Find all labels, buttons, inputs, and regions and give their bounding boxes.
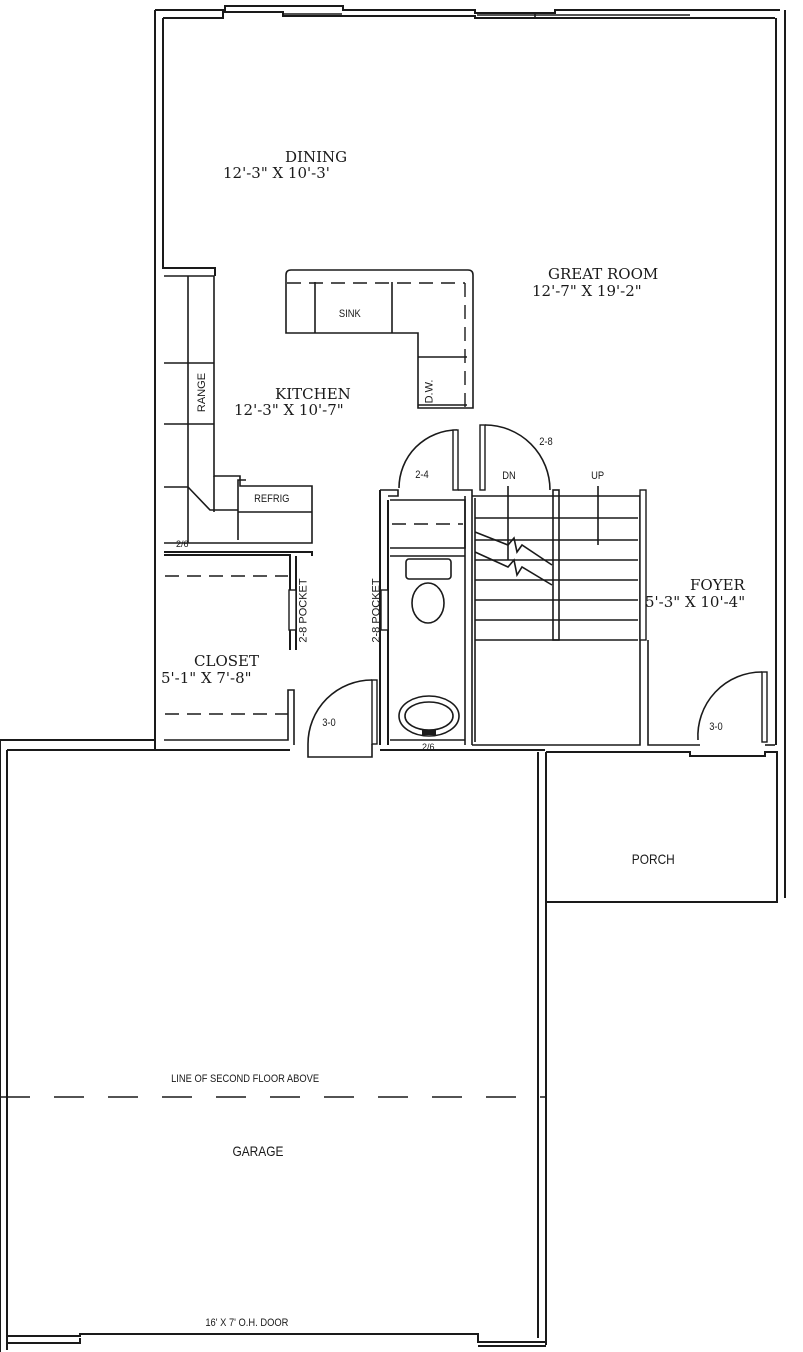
kitchen-window-tag: 2/6	[176, 539, 189, 549]
garage-label: GARAGE	[232, 1143, 284, 1159]
kitchen-label: KITCHEN	[275, 385, 351, 403]
stairs-up-label: UP	[591, 470, 605, 482]
closet-label: CLOSET	[194, 652, 259, 670]
dining-dimensions: 12'-3" X 10'-3'	[223, 164, 330, 182]
foyer-dimensions: 5'-3" X 10'-4"	[645, 593, 746, 611]
bath-pocket-door-label: 2-8 POCKET	[370, 578, 383, 643]
stairs-down-label: DN	[502, 470, 516, 482]
refrigerator-label: REFRIG	[254, 493, 290, 505]
garage-door-label: 16' X 7' O.H. DOOR	[205, 1317, 289, 1329]
front-door-label: 3-0	[709, 721, 723, 733]
pantry-door-label: 2-4	[415, 469, 429, 481]
dining-label: DINING	[285, 148, 348, 166]
closet-walls	[164, 551, 313, 745]
closet-dimensions: 5'-1" X 7'-8"	[161, 669, 252, 687]
garage-entry-door	[307, 679, 378, 758]
range-label: RANGE	[196, 372, 209, 413]
great-room-dimensions: 12'-7" X 19'-2"	[532, 282, 642, 300]
staircase	[472, 486, 647, 746]
bath-pantry-walls	[379, 424, 551, 745]
porch-walls	[546, 751, 778, 903]
second-floor-line-note: LINE OF SECOND FLOOR ABOVE	[171, 1073, 320, 1085]
stair-door-label: 2-8	[539, 436, 553, 448]
sink-label: SINK	[338, 308, 361, 320]
dishwasher-label: D.W.	[423, 379, 436, 404]
kitchen-counters	[164, 269, 474, 544]
porch-label: PORCH	[631, 851, 675, 867]
garage-entry-door-label: 3-0	[322, 717, 336, 729]
house-exterior-walls	[154, 5, 786, 898]
foyer-walls	[647, 640, 775, 746]
closet-pocket-door-label: 2-8 POCKET	[297, 578, 310, 643]
foyer-label: FOYER	[690, 576, 745, 594]
kitchen-dimensions: 12'-3" X 10'-7"	[234, 401, 344, 419]
garage-walls	[0, 739, 547, 1352]
bath-window-tag: 2/6	[422, 742, 435, 752]
great-room-label: GREAT ROOM	[548, 265, 659, 283]
